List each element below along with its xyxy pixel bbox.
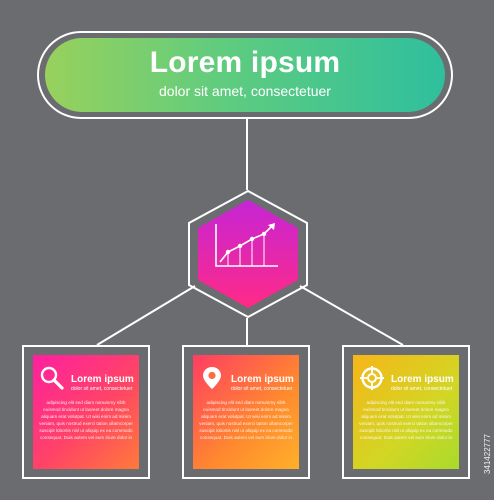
card-header: Lorem ipsum dolor sit amet, consectetuer bbox=[39, 365, 135, 395]
stock-id-watermark: 341422777 bbox=[483, 433, 492, 474]
card-title: Lorem ipsum bbox=[71, 374, 134, 385]
hexagon-outline bbox=[188, 189, 308, 319]
card-subtitle: dolor sit amet, consectetuer bbox=[71, 386, 133, 392]
info-card-right: Lorem ipsum dolor sit amet, consectetuer… bbox=[353, 355, 459, 469]
card-title: Lorem ipsum bbox=[231, 374, 294, 385]
info-card-middle: Lorem ipsum dolor sit amet, consectetuer… bbox=[193, 355, 299, 469]
card-subtitle: dolor sit amet, consectetuer bbox=[391, 386, 453, 392]
card-outline-right bbox=[342, 345, 470, 479]
target-icon bbox=[360, 366, 384, 390]
card-body-text: adipiscing elit sed diam nonummy nibh eu… bbox=[199, 400, 293, 440]
line-chart-icon bbox=[215, 223, 278, 267]
card-body-text: adipiscing elit sed diam nonummy nibh eu… bbox=[39, 400, 133, 440]
magnifier-icon bbox=[40, 366, 64, 390]
card-title: Lorem ipsum bbox=[391, 374, 454, 385]
card-body-text: adipiscing elit sed diam nonummy nibh eu… bbox=[359, 400, 453, 440]
info-card-left: Lorem ipsum dolor sit amet, consectetuer… bbox=[33, 355, 139, 469]
connector-hexagon-card-right bbox=[299, 285, 404, 346]
location-pin-icon bbox=[203, 367, 221, 389]
card-header: Lorem ipsum dolor sit amet, consectetuer bbox=[359, 365, 455, 395]
header-subtitle: dolor sit amet, consectetuer bbox=[159, 83, 331, 99]
connector-hexagon-card-left bbox=[96, 285, 196, 346]
header-outline bbox=[37, 31, 453, 119]
card-header: Lorem ipsum dolor sit amet, consectetuer bbox=[199, 365, 295, 395]
card-subtitle: dolor sit amet, consectetuer bbox=[231, 386, 293, 392]
card-outline-left bbox=[22, 345, 150, 479]
header-banner: Lorem ipsum dolor sit amet, consectetuer bbox=[45, 38, 445, 112]
card-outline-middle bbox=[182, 345, 310, 479]
header-title: Lorem ipsum bbox=[149, 46, 341, 79]
